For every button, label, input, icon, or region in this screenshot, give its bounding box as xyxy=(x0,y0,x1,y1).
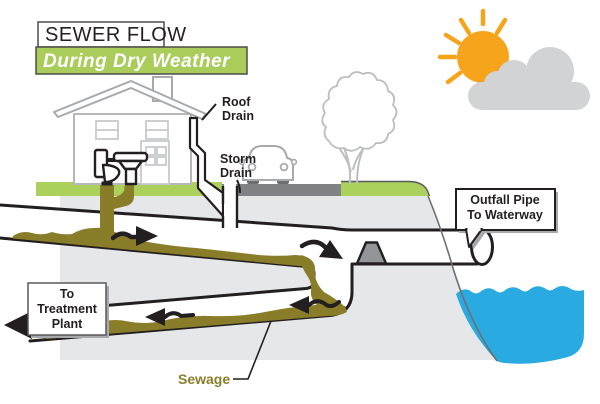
car-mirror-right xyxy=(290,158,298,166)
weir xyxy=(355,241,388,265)
grass-right xyxy=(341,182,430,196)
svg-text:Plant: Plant xyxy=(52,317,83,331)
sewage-cascade xyxy=(301,255,347,314)
sun-icon xyxy=(437,8,509,85)
car-body xyxy=(242,145,294,181)
tree-illustration xyxy=(321,71,398,185)
roof-drain-leader xyxy=(201,103,217,121)
title-box xyxy=(37,21,165,48)
sink-icon xyxy=(112,151,149,186)
subtitle-box xyxy=(35,46,248,75)
svg-text:Drain: Drain xyxy=(220,166,252,180)
sewage-lower xyxy=(44,304,347,339)
svg-text:Roof: Roof xyxy=(222,95,251,109)
grass-right-outline xyxy=(341,180,431,197)
flow-arrow-upper-head xyxy=(136,226,158,246)
flow-arrow-treatment-head xyxy=(4,311,32,339)
flow-arrow-junction-left xyxy=(307,299,341,309)
storm-drain-label: Storm Drain xyxy=(220,152,256,194)
svg-text:Storm: Storm xyxy=(220,152,256,166)
storm-drain-leader xyxy=(236,179,241,194)
treatment-callout: To Treatment Plant xyxy=(27,282,109,338)
sewage-label: Sewage xyxy=(178,371,230,387)
flow-arrow-upper xyxy=(110,231,140,241)
tree-canopy xyxy=(321,71,398,152)
sewage-leader-line xyxy=(233,320,272,380)
upper-pipe-top-line xyxy=(0,203,479,232)
outfall-callout: Outfall Pipe To Waterway xyxy=(455,188,558,250)
svg-text:Outfall Pipe: Outfall Pipe xyxy=(470,193,540,207)
house-lateral-pipe xyxy=(100,184,114,238)
flow-arrow-drop xyxy=(299,239,329,251)
car-light-left xyxy=(247,162,257,172)
svg-text:Drain: Drain xyxy=(222,109,254,123)
sink-lateral-pipe xyxy=(114,184,134,209)
roof-drain-label: Roof Drain xyxy=(201,95,254,123)
storm-drain-pipe xyxy=(224,184,236,228)
flow-arrow-junction-left-head xyxy=(289,296,309,314)
bank-curve xyxy=(427,195,498,362)
flow-arrow-lower xyxy=(163,311,195,319)
svg-text:To Waterway: To Waterway xyxy=(467,208,543,222)
title-text: SEWER FLOW xyxy=(45,24,187,46)
flow-arrow-drop-head xyxy=(319,240,343,259)
flow-arrow-lower-head xyxy=(145,308,165,326)
car-mirror-left xyxy=(238,158,246,166)
car-light-right xyxy=(279,162,289,172)
house-illustration xyxy=(53,76,207,186)
road xyxy=(222,184,341,196)
sewage-upper xyxy=(13,227,309,267)
subtitle-text: During Dry Weather xyxy=(43,51,231,72)
svg-text:Treatment: Treatment xyxy=(37,302,98,316)
water xyxy=(456,286,584,364)
cloud-icon xyxy=(468,47,590,110)
car-illustration xyxy=(238,145,298,184)
svg-text:To: To xyxy=(60,287,75,301)
title-block: SEWER FLOW During Dry Weather xyxy=(35,21,248,75)
